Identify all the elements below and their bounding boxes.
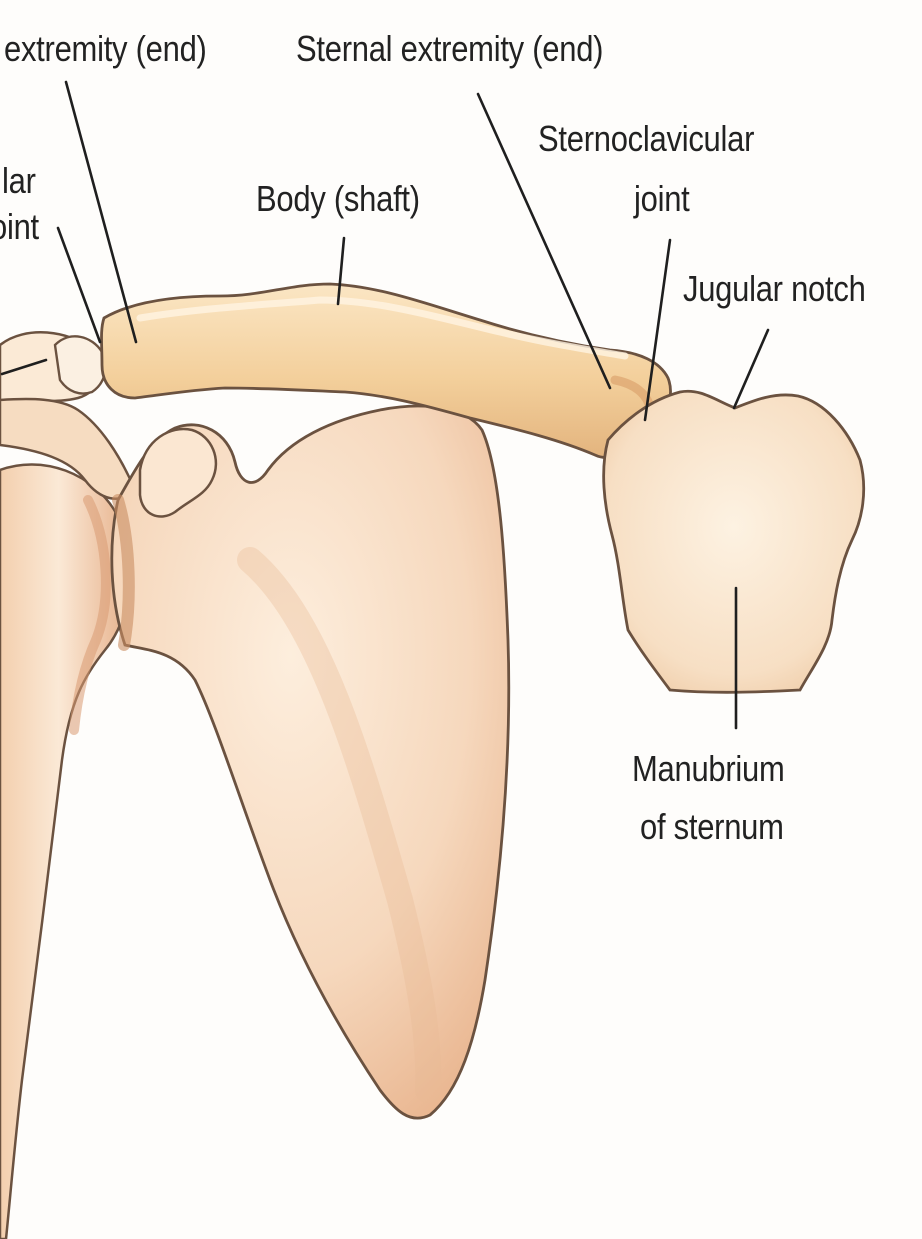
leader-jugular-notch (734, 330, 768, 408)
label-sternoclavicular-joint-line2: joint (634, 178, 690, 220)
label-sternal-extremity: Sternal extremity (end) (296, 28, 603, 70)
manubrium (604, 391, 864, 692)
label-acromioclavicular-joint-line2: oint (0, 206, 39, 248)
label-jugular-notch: Jugular notch (683, 268, 866, 310)
humerus (0, 464, 131, 1239)
label-sternoclavicular-joint-line1: Sternoclavicular (538, 118, 754, 160)
label-body-shaft: Body (shaft) (256, 178, 420, 220)
leader-acromioclavicular-joint (58, 228, 100, 342)
acromioclavicular-joint-surface (55, 336, 106, 393)
label-manubrium-line2: of sternum (640, 806, 784, 848)
label-manubrium-line1: Manubrium (632, 748, 785, 790)
label-acromioclavicular-joint-line1: lar (2, 160, 36, 202)
leader-acromial-extremity (66, 82, 136, 342)
label-acromial-extremity: extremity (end) (4, 28, 207, 70)
